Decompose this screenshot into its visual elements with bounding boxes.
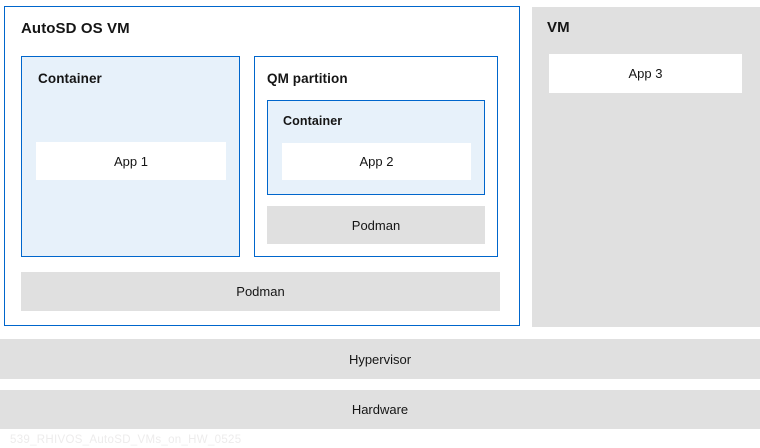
app-3-box: App 3 [549, 54, 742, 93]
app-1-box: App 1 [36, 142, 226, 180]
diagram-watermark-text: 539_RHIVOS_AutoSD_VMs_on_HW_0525 [10, 434, 242, 446]
qm-container-title: Container [283, 114, 343, 128]
qm-container-box: Container App 2 [267, 100, 485, 195]
qm-partition-box: QM partition Container App 2 Podman [254, 56, 498, 257]
qm-partition-title: QM partition [267, 71, 348, 86]
app-2-box: App 2 [282, 143, 471, 180]
container-1-title: Container [38, 71, 102, 86]
qm-podman-bar: Podman [267, 206, 485, 244]
hypervisor-layer-bar: Hypervisor [0, 339, 760, 379]
vm-box: VM App 3 [532, 7, 760, 327]
autosd-os-vm-box: AutoSD OS VM Container App 1 QM partitio… [4, 6, 520, 326]
autosd-os-vm-title: AutoSD OS VM [21, 20, 130, 37]
hardware-layer-bar: Hardware [0, 390, 760, 429]
vm-title: VM [547, 19, 570, 36]
autosd-podman-bar: Podman [21, 272, 500, 311]
container-1-box: Container App 1 [21, 56, 240, 257]
